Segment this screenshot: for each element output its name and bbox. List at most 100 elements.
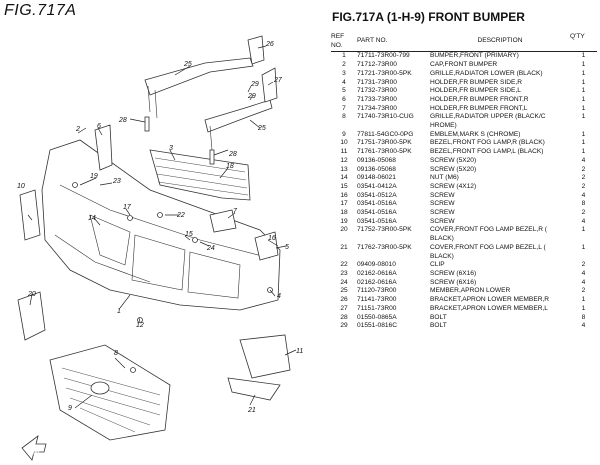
cell-description: GRILLE,RADIATOR UPPER (BLACK/C HROME) [430, 113, 546, 130]
cell-ref: 16 [340, 191, 348, 199]
cell-description: BRACKET,APRON LOWER MEMBER,R [430, 296, 550, 304]
side-holder-l [254, 231, 279, 261]
cell-qty: 1 [581, 52, 586, 60]
cell-ref: 26 [340, 296, 348, 304]
cell-qty: 1 [581, 113, 586, 121]
cell-qty: 2 [581, 261, 586, 269]
cell-part-no: 71721-73R00-5PK [357, 69, 412, 77]
cell-ref: 24 [340, 278, 348, 286]
front-bumper [41, 139, 281, 311]
cell-part-no: 71733-73R00 [357, 95, 397, 103]
cell-part-no: 02162-0616A [357, 278, 397, 286]
cell-qty: 4 [581, 217, 586, 225]
cell-qty: 8 [581, 313, 586, 321]
cell-part-no: 71762-73R00-5PK [357, 243, 412, 251]
cell-part-no: 71120-73R00 [357, 287, 397, 295]
bolt-28 [144, 116, 150, 132]
cell-ref: 11 [340, 148, 348, 156]
col-part-no-header: PART NO. [357, 33, 430, 53]
cell-part-no: 71734-73R00 [357, 104, 397, 112]
callout-27: 27 [273, 77, 283, 84]
callout-29a: 29 [250, 81, 259, 88]
table-row: 21 71762-73R00-5PK COVER,FRONT FOG LAMP BE… [331, 244, 597, 261]
cell-qty: 1 [581, 78, 586, 86]
cell-part-no: 01551-0816C [357, 322, 397, 330]
callout-28a: 28 [118, 117, 127, 124]
cell-ref: 25 [340, 287, 348, 295]
cell-ref: 5 [342, 87, 346, 95]
screw-17 [127, 215, 133, 221]
cell-ref: 14 [340, 174, 348, 182]
cell-qty: 1 [581, 104, 586, 112]
cell-part-no: 09136-05068 [357, 165, 396, 173]
cell-description: SCREW (5X20) [430, 165, 477, 173]
cell-part-no: 71711-73R00-799 [357, 52, 410, 60]
callout-1: 1 [117, 308, 121, 315]
cell-qty: 2 [581, 182, 586, 190]
cell-part-no: 01550-0865A [357, 313, 397, 321]
cell-qty: 1 [581, 69, 586, 77]
cell-qty: 1 [581, 148, 586, 156]
callout-18: 18 [226, 163, 234, 170]
cell-ref: 18 [340, 209, 348, 217]
cell-part-no: 03541-0412A [357, 182, 397, 190]
screw-24 [192, 237, 198, 243]
bracket-27 [261, 67, 278, 103]
fog-cover-l [227, 377, 281, 401]
cell-ref: 21 [340, 243, 348, 251]
cell-ref: 10 [340, 139, 348, 147]
callout-16: 16 [268, 235, 276, 242]
cell-part-no: 71761-73R00-5PK [357, 148, 412, 156]
cell-qty: 4 [581, 156, 586, 164]
callout-5: 5 [285, 244, 289, 251]
cell-description: HOLDER,FR BUMPER SIDE,R [430, 78, 522, 86]
cell-part-no: 02162-0616A [357, 269, 397, 277]
cell-qty: 1 [581, 243, 586, 251]
cell-description: COVER,FRONT FOG LAMP BEZEL,L ( BLACK) [430, 243, 546, 260]
cell-ref: 28 [340, 313, 348, 321]
cell-ref: 27 [340, 304, 348, 312]
cell-qty: 1 [581, 95, 586, 103]
fog-bezel-r [19, 189, 41, 241]
cell-qty: 2 [581, 165, 586, 173]
cell-part-no: 71740-73R10-CUG [357, 113, 414, 121]
cell-part-no: 09148-06021 [357, 174, 396, 182]
callout-2: 2 [75, 126, 80, 133]
cell-ref: 3 [342, 69, 346, 77]
cell-part-no: 71141-73R00 [357, 296, 397, 304]
apron-member-lower [204, 99, 273, 133]
cell-description: CAP,FRONT BUMPER [430, 61, 498, 69]
callout-25b: 25 [257, 125, 266, 132]
cell-ref: 23 [340, 269, 348, 277]
clip-22 [157, 212, 163, 218]
exploded-parts-diagram: 26 27 25 28 29 29 28 25 2 6 3 19 23 18 1… [17, 35, 303, 461]
cell-part-no: 71732-73R00 [357, 87, 397, 95]
screw-19 [72, 182, 78, 188]
bolt-28b [209, 149, 215, 165]
cell-ref: 29 [340, 322, 348, 330]
apron-member-upper [144, 57, 254, 96]
cell-part-no: 71752-73R00-5PK [357, 226, 412, 234]
cell-qty: 4 [581, 269, 586, 277]
col-qty-header: Q'TY [570, 33, 597, 53]
page-title: FIG.717A (1-H-9) FRONT BUMPER [332, 10, 525, 24]
radiator-grille-lower [49, 344, 171, 441]
cell-description: SCREW (6X16) [430, 278, 477, 286]
cell-qty: 1 [581, 87, 586, 95]
bracket-26 [247, 35, 265, 65]
cell-qty: 1 [581, 139, 586, 147]
emblem-s [90, 381, 110, 395]
